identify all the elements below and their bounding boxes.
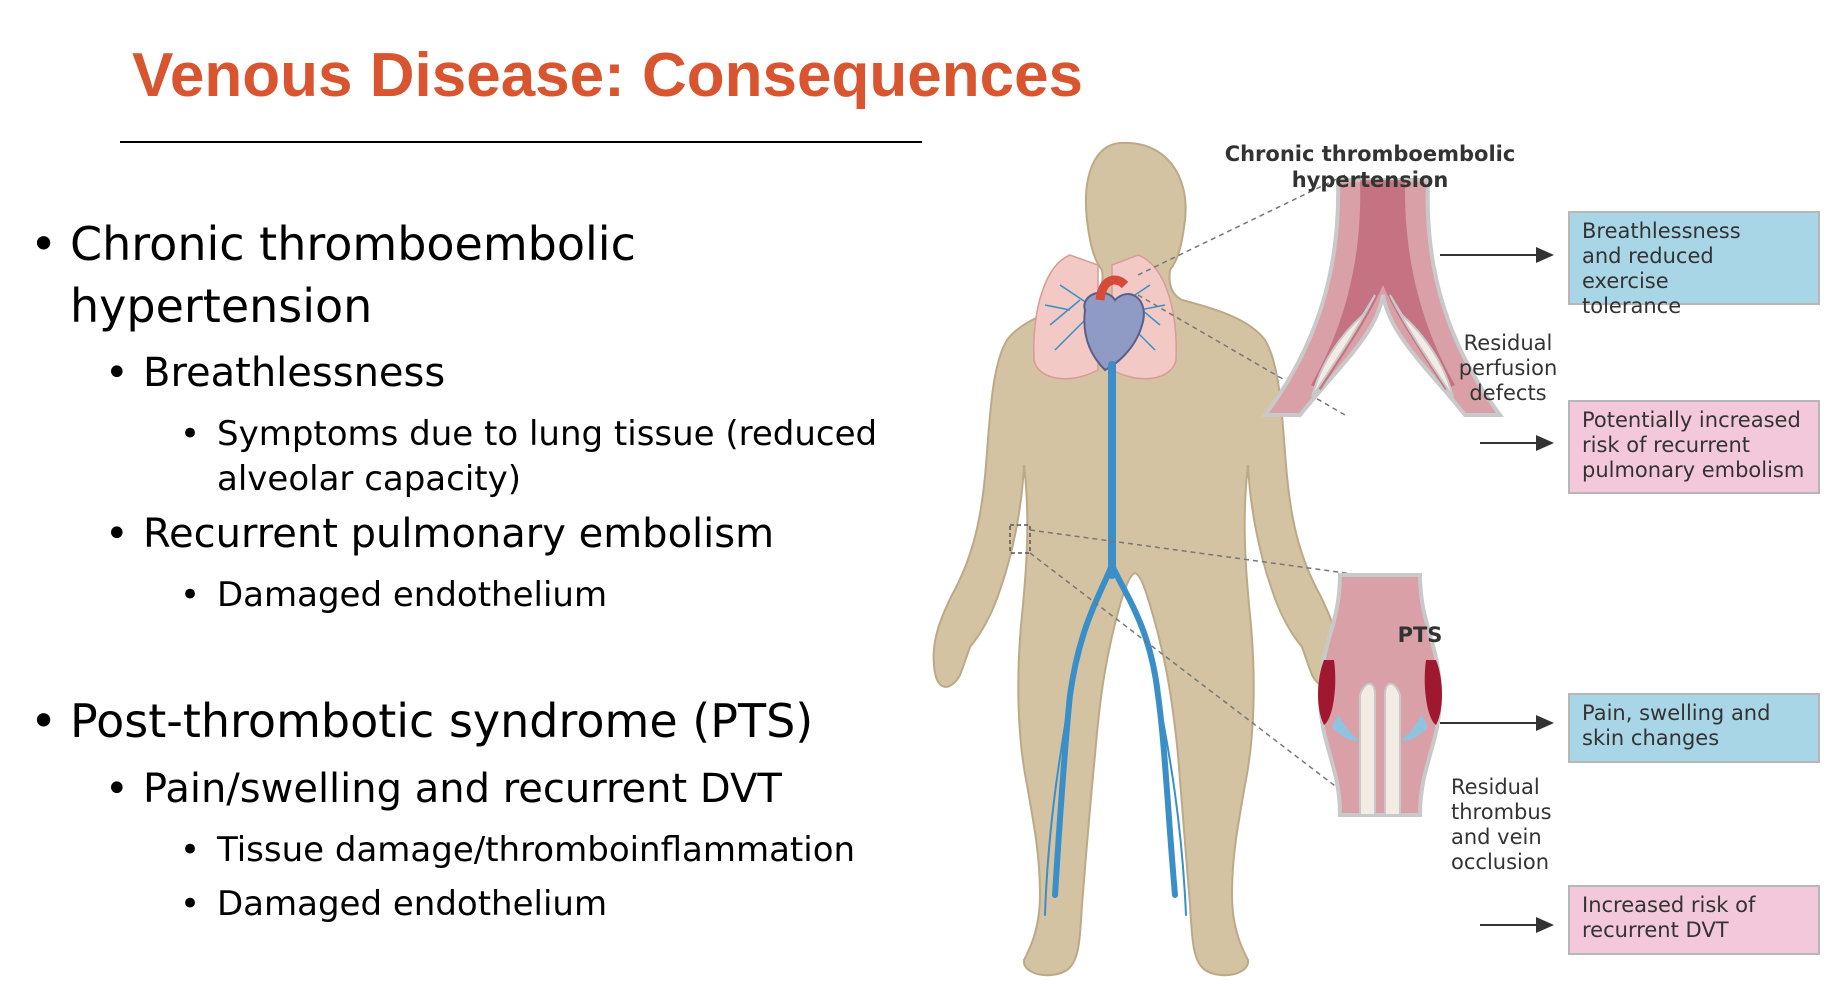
anatomy-figure: Chronic thromboembolic hypertension PTS … [920,135,1844,986]
bullet-dot: • [180,830,201,870]
left-lung [1033,254,1099,380]
residual-perfusion-line1: Residual [1463,331,1553,355]
bullet-symptoms-line1: Symptoms due to lung tissue (reduced [217,414,878,454]
bullet-list: • Chronic thromboembolic hypertension • … [30,217,878,924]
main-veins [1044,361,1187,916]
title-divider [120,141,922,143]
bullet-dot: • [105,766,129,812]
box-pain-line1: Pain, swelling and [1582,701,1771,725]
pts-heading: PTS [1397,623,1443,647]
bullet-cteph-line2: hypertension [70,279,373,333]
box-breathlessness-line3: tolerance [1582,294,1682,318]
cteph-heading-line2: hypertension [1291,168,1449,192]
leg-vein [1317,573,1443,817]
aorta [1095,275,1129,301]
residual-thrombus-line1: Residual [1451,775,1540,799]
bullet-tissue-damage-text: Tissue damage/thromboinflammation [217,830,856,870]
pulmonary-vessel [1261,178,1504,417]
cteph-heading: Chronic thromboembolic hypertension [1220,141,1520,193]
thigh-callout-box [1009,524,1031,554]
residual-thrombus-line2: thrombus [1451,800,1552,824]
arrows [1440,247,1554,933]
bullet-pts-text: Post-thrombotic syndrome (PTS) [70,694,814,748]
residual-perfusion-label: Residual perfusion defects [1453,331,1563,406]
box-recurrent-pe: Potentially increased risk of recurrent … [1568,400,1820,494]
box-dvt-line2: recurrent DVT [1582,918,1729,942]
bullet-pain-swelling-text: Pain/swelling and recurrent DVT [143,766,782,812]
bullet-symptoms-line2: alveolar capacity) [217,459,521,499]
bullet-dot: • [30,217,58,271]
box-breathlessness-line1: Breathlessness [1582,219,1741,243]
bullet-dot: • [180,414,201,454]
box-breathlessness: Breathlessness and reduced exercise tole… [1568,211,1820,318]
box-recurrent-pe-line3: pulmonary embolism [1582,458,1805,482]
box-recurrent-pe-line1: Potentially increased [1582,408,1801,432]
bullet-breathlessness-text: Breathlessness [143,350,446,396]
cteph-heading-line1: Chronic thromboembolic [1224,142,1516,166]
bullet-dot: • [180,884,201,924]
anatomy-illustration [932,141,1554,977]
bullet-recurrent-pe-text: Recurrent pulmonary embolism [143,511,775,557]
bullet-damaged-endothelium-1-text: Damaged endothelium [217,575,608,615]
box-pain-line2: skin changes [1582,726,1720,750]
box-recurrent-pe-line2: risk of recurrent [1582,433,1751,457]
bullet-dot: • [30,694,58,748]
residual-perfusion-line2: perfusion [1458,356,1558,380]
box-pain-swelling: Pain, swelling and skin changes [1568,693,1820,763]
residual-perfusion-line3: defects [1469,381,1547,405]
residual-thrombus-label: Residual thrombus and vein occlusion [1451,775,1552,875]
bullet-damaged-endothelium-2-text: Damaged endothelium [217,884,608,924]
box-dvt: Increased risk of recurrent DVT [1568,885,1820,955]
bullet-dot: • [105,350,129,396]
residual-thrombus-line3: and vein [1451,825,1542,849]
slide-title: Venous Disease: Consequences [132,41,1084,110]
bullet-dot: • [180,575,201,615]
box-dvt-line1: Increased risk of [1582,893,1756,917]
box-breathlessness-line2: and reduced exercise [1582,244,1714,293]
bullet-dot: • [105,511,129,557]
residual-thrombus-line4: occlusion [1451,850,1550,874]
bullet-cteph-line1: Chronic thromboembolic [70,217,636,271]
